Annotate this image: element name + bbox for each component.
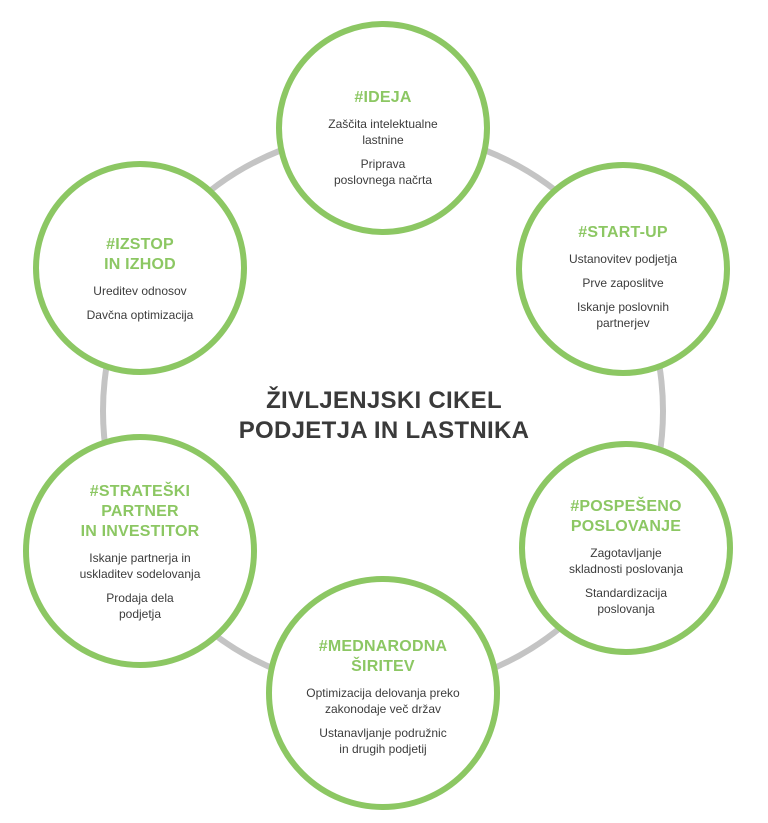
stage-start-up-tag-line: #START-UP [578, 224, 668, 241]
stage-pospeseno-tag: #POSPEŠENO POSLOVANJE [525, 497, 727, 537]
stage-strateski-item-line: Prodaja dela [106, 591, 174, 605]
diagram-title-line-1: ŽIVLJENJSKI CIKEL [266, 387, 502, 414]
stage-mednarodna-item-line: zakonodaje več držav [324, 702, 442, 716]
stage-start-up-item: Iskanje poslovnih partnerjev [522, 299, 724, 331]
stage-mednarodna-items: Optimizacija delovanja preko zakonodaje v… [272, 685, 494, 757]
stage-izstop-tag-line: IN IZHOD [104, 256, 176, 273]
stage-strateski-items: Iskanje partnerja in uskladitev sodelovan… [29, 550, 251, 622]
diagram-title: ŽIVLJENJSKI CIKEL PODJETJA IN LASTNIKA [184, 386, 584, 446]
stage-strateski-item-line: podjetja [118, 607, 162, 621]
stage-ideja-item: Zaščita intelektualne lastnine [282, 116, 484, 148]
stage-strateski-content: #STRATEŠKI PARTNER IN INVESTITOR Iskanje pa… [29, 482, 251, 630]
stage-start-up-item: Prve zaposlitve [522, 275, 724, 291]
stage-pospeseno-item-line: poslovanja [597, 602, 655, 616]
stage-pospeseno-item-line: Standardizacija [584, 586, 668, 600]
stage-start-up-item-line: Prve zaposlitve [582, 276, 664, 290]
stage-ideja-item-line: lastnine [362, 133, 404, 147]
stage-start-up-item-line: partnerjev [596, 316, 650, 330]
stage-mednarodna-circle: #MEDNARODNA ŠIRITEV Optimizacija delovanja… [266, 576, 500, 810]
stage-start-up-tag: #START-UP [522, 223, 724, 243]
stage-pospeseno-item: Zagotavljanje skladnosti poslovanja [525, 545, 727, 577]
stage-ideja-item-line: Zaščita intelektualne [328, 117, 438, 131]
stage-ideja-item-line: Priprava [360, 157, 406, 171]
stage-pospeseno-circle: #POSPEŠENO POSLOVANJE Zagotavljanje skladno… [519, 441, 733, 655]
stage-mednarodna-content: #MEDNARODNA ŠIRITEV Optimizacija delovanja… [272, 637, 494, 765]
stage-strateski-circle: #STRATEŠKI PARTNER IN INVESTITOR Iskanje pa… [23, 434, 257, 668]
stage-pospeseno-content: #POSPEŠENO POSLOVANJE Zagotavljanje skladno… [525, 497, 727, 625]
stage-mednarodna-item-line: Optimizacija delovanja preko [306, 686, 460, 700]
stage-pospeseno-item-line: skladnosti poslovanja [568, 562, 684, 576]
diagram-title-line-2: PODJETJA IN LASTNIKA [238, 417, 530, 444]
stage-strateski-tag-line: IN INVESTITOR [80, 523, 200, 540]
stage-pospeseno-item: Standardizacija poslovanja [525, 585, 727, 617]
stage-start-up-item-line: Ustanovitev podjetja [568, 252, 678, 266]
stage-mednarodna-item-line: Ustanavljanje podružnic [319, 726, 447, 740]
stage-strateski-item: Iskanje partnerja in uskladitev sodelovan… [29, 550, 251, 582]
stage-strateski-tag: #STRATEŠKI PARTNER IN INVESTITOR [29, 482, 251, 542]
stage-ideja-tag-line: #IDEJA [354, 89, 412, 106]
stage-mednarodna-tag-line: #MEDNARODNA [318, 638, 448, 655]
stage-pospeseno-tag-line: POSLOVANJE [570, 518, 682, 535]
stage-mednarodna-item-line: in drugih podjetij [339, 742, 427, 756]
stage-izstop-item: Ureditev odnosov [39, 283, 241, 299]
stage-izstop-tag-line: #IZSTOP [106, 236, 174, 253]
stage-pospeseno-tag-line: #POSPEŠENO [570, 498, 682, 515]
stage-start-up-item: Ustanovitev podjetja [522, 251, 724, 267]
stage-izstop-item: Davčna optimizacija [39, 307, 241, 323]
stage-izstop-item-line: Ureditev odnosov [93, 284, 187, 298]
stage-mednarodna-tag: #MEDNARODNA ŠIRITEV [272, 637, 494, 677]
stage-mednarodna-item: Optimizacija delovanja preko zakonodaje v… [272, 685, 494, 717]
stage-strateski-item-line: Iskanje partnerja in [89, 551, 191, 565]
stage-mednarodna-item: Ustanavljanje podružnic in drugih podjeti… [272, 725, 494, 757]
stage-ideja-item: Priprava poslovnega načrta [282, 156, 484, 188]
stage-ideja-tag: #IDEJA [282, 88, 484, 108]
stage-izstop-tag: #IZSTOP IN IZHOD [39, 235, 241, 275]
stage-ideja-item-line: poslovnega načrta [333, 173, 433, 187]
stage-mednarodna-tag-line: ŠIRITEV [351, 658, 415, 675]
stage-strateski-item: Prodaja dela podjetja [29, 590, 251, 622]
stage-strateski-item-line: uskladitev sodelovanja [79, 567, 201, 581]
stage-pospeseno-item-line: Zagotavljanje [590, 546, 662, 560]
stage-start-up-item-line: Iskanje poslovnih [576, 300, 670, 314]
stage-strateski-tag-line: PARTNER [101, 503, 179, 520]
stage-strateski-tag-line: #STRATEŠKI [89, 483, 191, 500]
stage-izstop-item-line: Davčna optimizacija [86, 308, 194, 322]
